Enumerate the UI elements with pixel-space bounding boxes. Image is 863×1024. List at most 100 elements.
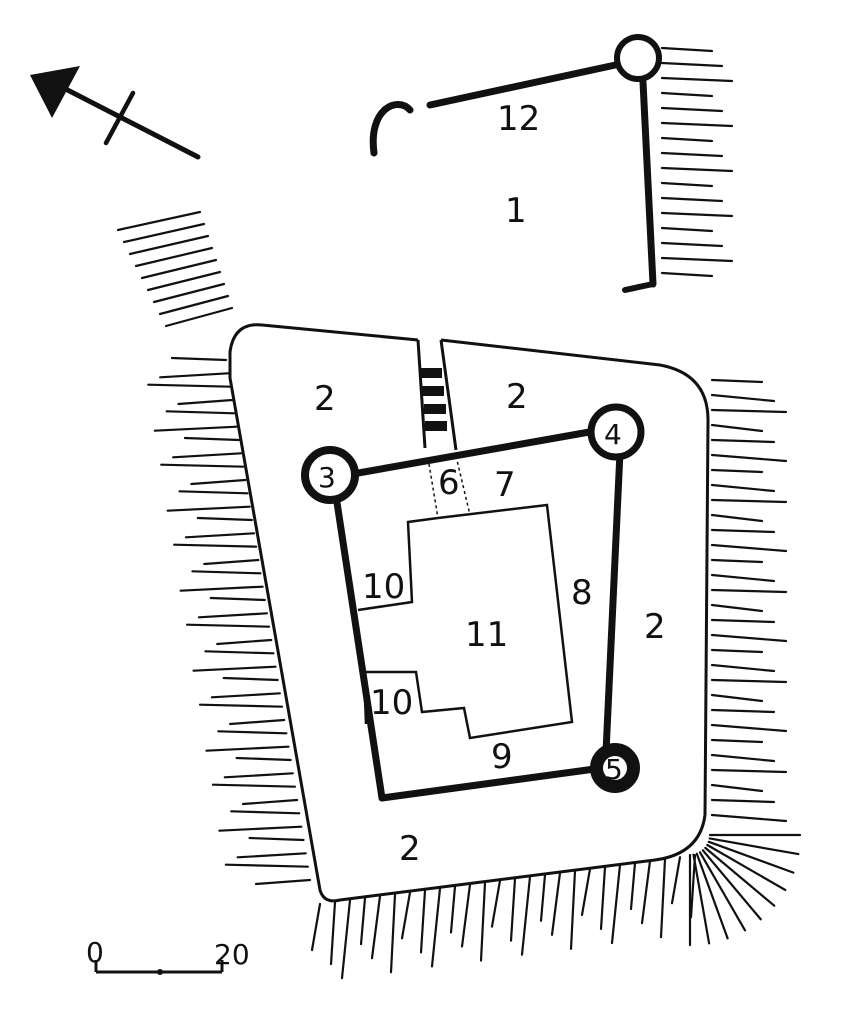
hatch-mark — [710, 663, 776, 673]
hatch-mark — [660, 271, 714, 278]
hatch-mark — [340, 898, 352, 980]
hatch-mark — [599, 865, 607, 931]
hatch-mark — [660, 196, 724, 203]
hatch-mark — [710, 543, 788, 553]
label-tower-4: 4 — [604, 418, 622, 451]
hatch-mark — [490, 879, 502, 928]
hatch-mark — [160, 463, 245, 468]
hatch-mark — [706, 843, 787, 892]
label-ward-2-e: 2 — [644, 607, 666, 647]
hatch-mark — [147, 383, 232, 388]
hatch-mark — [222, 676, 279, 682]
hatch-mark — [370, 895, 382, 960]
hatch-mark — [210, 692, 281, 699]
hatch-mark — [116, 210, 202, 232]
hatch-mark — [310, 902, 322, 952]
hatch-mark — [710, 513, 764, 523]
hatch-mark — [460, 883, 472, 948]
hatch-mark — [196, 516, 253, 522]
hatch-mark — [660, 46, 714, 53]
hatch-mark — [660, 106, 724, 113]
hatch-mark — [707, 840, 795, 874]
hatch-mark — [695, 852, 729, 940]
label-outer-wall: 12 — [497, 99, 540, 139]
scale-bar: 0 20 — [86, 936, 250, 975]
hatch-mark — [569, 869, 577, 950]
hatch-mark — [198, 703, 284, 708]
hatch-mark — [178, 490, 249, 495]
hatch-mark — [177, 398, 234, 406]
hatch-mark — [660, 136, 714, 143]
hatch-mark — [359, 897, 367, 946]
hatch-mark — [254, 878, 312, 886]
label-ward-2-s: 2 — [399, 829, 421, 869]
hatch-mark — [153, 425, 238, 432]
label-ward-2-ne: 2 — [506, 377, 528, 417]
hatch-mark — [710, 528, 776, 534]
hatch-mark — [710, 693, 764, 703]
hatch-mark — [183, 436, 241, 442]
hatch-mark — [710, 768, 788, 774]
hatch-mark — [710, 738, 764, 744]
hatch-mark — [710, 558, 764, 564]
hatch-mark — [197, 612, 269, 619]
hatch-mark — [224, 863, 309, 868]
hatch-mark — [710, 408, 788, 414]
keep-outline — [362, 503, 574, 740]
hatch-mark — [698, 851, 747, 932]
hatch-mark — [660, 61, 724, 68]
hatch-mark — [389, 893, 397, 974]
hatch-mark — [710, 378, 764, 384]
hatch-mark — [400, 891, 412, 940]
hatch-mark — [660, 76, 734, 83]
hatch-mark — [171, 452, 243, 459]
hatch-mark — [128, 234, 210, 256]
hatch-mark — [708, 837, 800, 856]
hatch-mark — [191, 570, 262, 575]
hatch-mark — [692, 853, 711, 945]
hatch-mark — [520, 875, 532, 956]
hatch-mark — [217, 730, 288, 735]
hatch-mark — [165, 410, 236, 415]
hatch-mark — [610, 863, 622, 945]
hatch-mark — [660, 211, 734, 218]
label-ward-2-nw: 2 — [314, 379, 336, 419]
tower-3 — [301, 446, 359, 504]
hatch-mark — [640, 859, 652, 925]
hatch-mark — [192, 665, 277, 672]
hatch-mark — [710, 618, 776, 624]
hatch-mark — [710, 438, 776, 444]
hatch-mark — [185, 623, 271, 628]
label-annex-lower: 10 — [370, 683, 413, 723]
hatch-mark — [235, 756, 292, 762]
hatch-mark — [710, 723, 788, 733]
hatch-mark — [550, 871, 562, 936]
outer-wall — [369, 34, 662, 293]
hatch-mark — [140, 258, 218, 280]
keep-west-edge — [357, 516, 439, 612]
hatch-mark — [710, 588, 788, 594]
hatch-mark — [710, 453, 788, 463]
hatch-mark — [710, 423, 764, 433]
hatch-mark — [248, 836, 305, 842]
hatch-mark — [430, 887, 442, 968]
hatch-mark — [209, 596, 266, 602]
hatch-mark — [701, 849, 762, 921]
hatch-mark — [660, 91, 714, 98]
hatch-mark — [710, 813, 788, 823]
hatch-mark — [710, 483, 776, 493]
tower-4 — [587, 403, 645, 461]
hatch-mark — [152, 282, 226, 304]
hatch-mark — [216, 638, 273, 646]
hatch-mark — [660, 226, 714, 233]
label-outer-ward: 1 — [505, 191, 527, 231]
hatch-mark — [184, 532, 256, 539]
hatch-mark — [704, 846, 776, 907]
hatch-mark — [158, 294, 230, 316]
hatch-mark — [179, 585, 264, 592]
hatch-mark — [241, 798, 299, 806]
hatch-mark — [710, 633, 788, 643]
hatch-mark — [660, 181, 714, 188]
north-arrow-icon — [30, 66, 201, 160]
